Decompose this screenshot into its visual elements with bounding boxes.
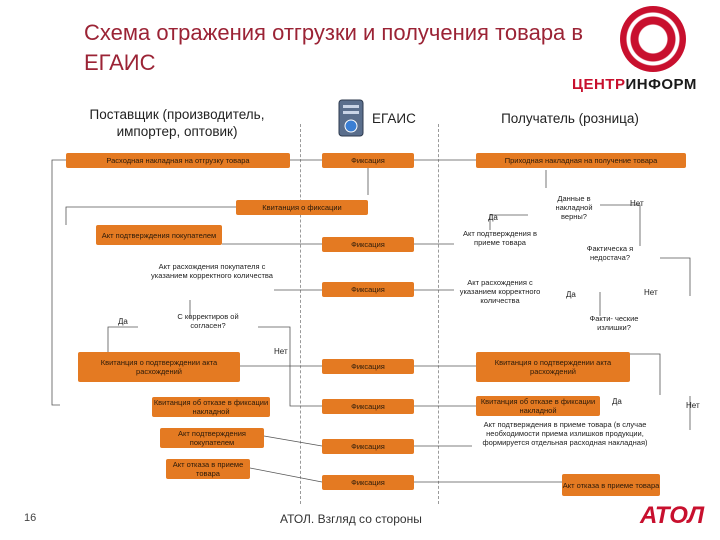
decision-actual-shortage: Фактическа я недостача?: [586, 244, 634, 262]
decision-agree-correction: С корректиров ой согласен?: [177, 312, 239, 330]
centrinform-logo-icon: [620, 6, 686, 72]
atol-logo: АТОЛ: [640, 502, 705, 529]
footer-caption: АТОЛ. Взгляд со стороны: [280, 512, 422, 526]
server-icon: [338, 99, 364, 137]
decision-invoice-correct: Данные в накладной верны?: [555, 194, 593, 221]
box-fixation-1: Фиксация: [322, 153, 414, 168]
box-supplier-refusal-act: Акт отказа в приеме товара: [166, 459, 250, 479]
box-receiver-refusal-receipt: Квитанция об отказе в фиксации накладной: [476, 396, 600, 416]
text-receiver-discrepancy-act: Акт расхождения с указанием корректного …: [459, 278, 541, 305]
logo-part1: ЦЕНТР: [572, 76, 626, 93]
centrinform-logo: ЦЕНТРИНФОРМ: [572, 76, 697, 93]
lane-divider-left: [300, 124, 301, 504]
logo-part2: ИНФОРМ: [625, 76, 697, 93]
box-receiver-refusal-act: Акт отказа в приеме товара: [562, 474, 660, 496]
box-incoming-invoice: Приходная накладная на получение товара: [476, 153, 686, 168]
label-no-1: Нет: [630, 199, 644, 208]
text-acceptance-act-surplus: Акт подтверждения в приеме товара (в слу…: [482, 420, 648, 447]
label-no-2: Нет: [644, 288, 658, 297]
box-supplier-discrepancy-receipt: Квитанция о подтверждении акта расхожден…: [78, 352, 240, 382]
label-no-3: Нет: [274, 347, 288, 356]
label-yes-1: Да: [488, 213, 498, 222]
box-outgoing-invoice: Расходная накладная на отгрузку товара: [66, 153, 290, 168]
decision-actual-surplus: Факти- ческие излишки?: [589, 314, 639, 332]
box-fixation-receipt: Квитанция о фиксации: [236, 200, 368, 215]
box-fixation-5: Фиксация: [322, 399, 414, 414]
box-fixation-4: Фиксация: [322, 359, 414, 374]
label-yes-2: Да: [566, 290, 576, 299]
text-buyer-discrepancy-act: Акт расхождения покупателя с указанием к…: [151, 262, 273, 280]
box-fixation-2: Фиксация: [322, 237, 414, 252]
box-fixation-3: Фиксация: [322, 282, 414, 297]
page-number: 16: [24, 512, 37, 524]
lane-divider-right: [438, 124, 439, 504]
column-header-egais: ЕГАИС: [372, 111, 416, 126]
box-fixation-7: Фиксация: [322, 475, 414, 490]
label-yes-4: Да: [612, 397, 622, 406]
column-header-receiver: Получатель (розница): [501, 111, 639, 126]
box-supplier-refusal-receipt: Квитанция об отказе в фиксации накладной: [152, 397, 270, 417]
label-yes-3: Да: [118, 317, 128, 326]
column-header-supplier: Поставщик (производитель, импортер, опто…: [89, 107, 265, 139]
box-buyer-confirmation-act-2: Акт подтверждения покупателем: [160, 428, 264, 448]
box-receiver-discrepancy-receipt: Квитанция о подтверждении акта расхожден…: [476, 352, 630, 382]
label-no-4: Нет: [686, 401, 700, 410]
page-title: Схема отражения отгрузки и получения тов…: [84, 20, 584, 75]
box-buyer-confirmation-act: Акт подтверждения покупателем: [96, 225, 222, 245]
box-fixation-6: Фиксация: [322, 439, 414, 454]
text-acceptance-act: Акт подтверждения в приеме товара: [462, 229, 538, 247]
